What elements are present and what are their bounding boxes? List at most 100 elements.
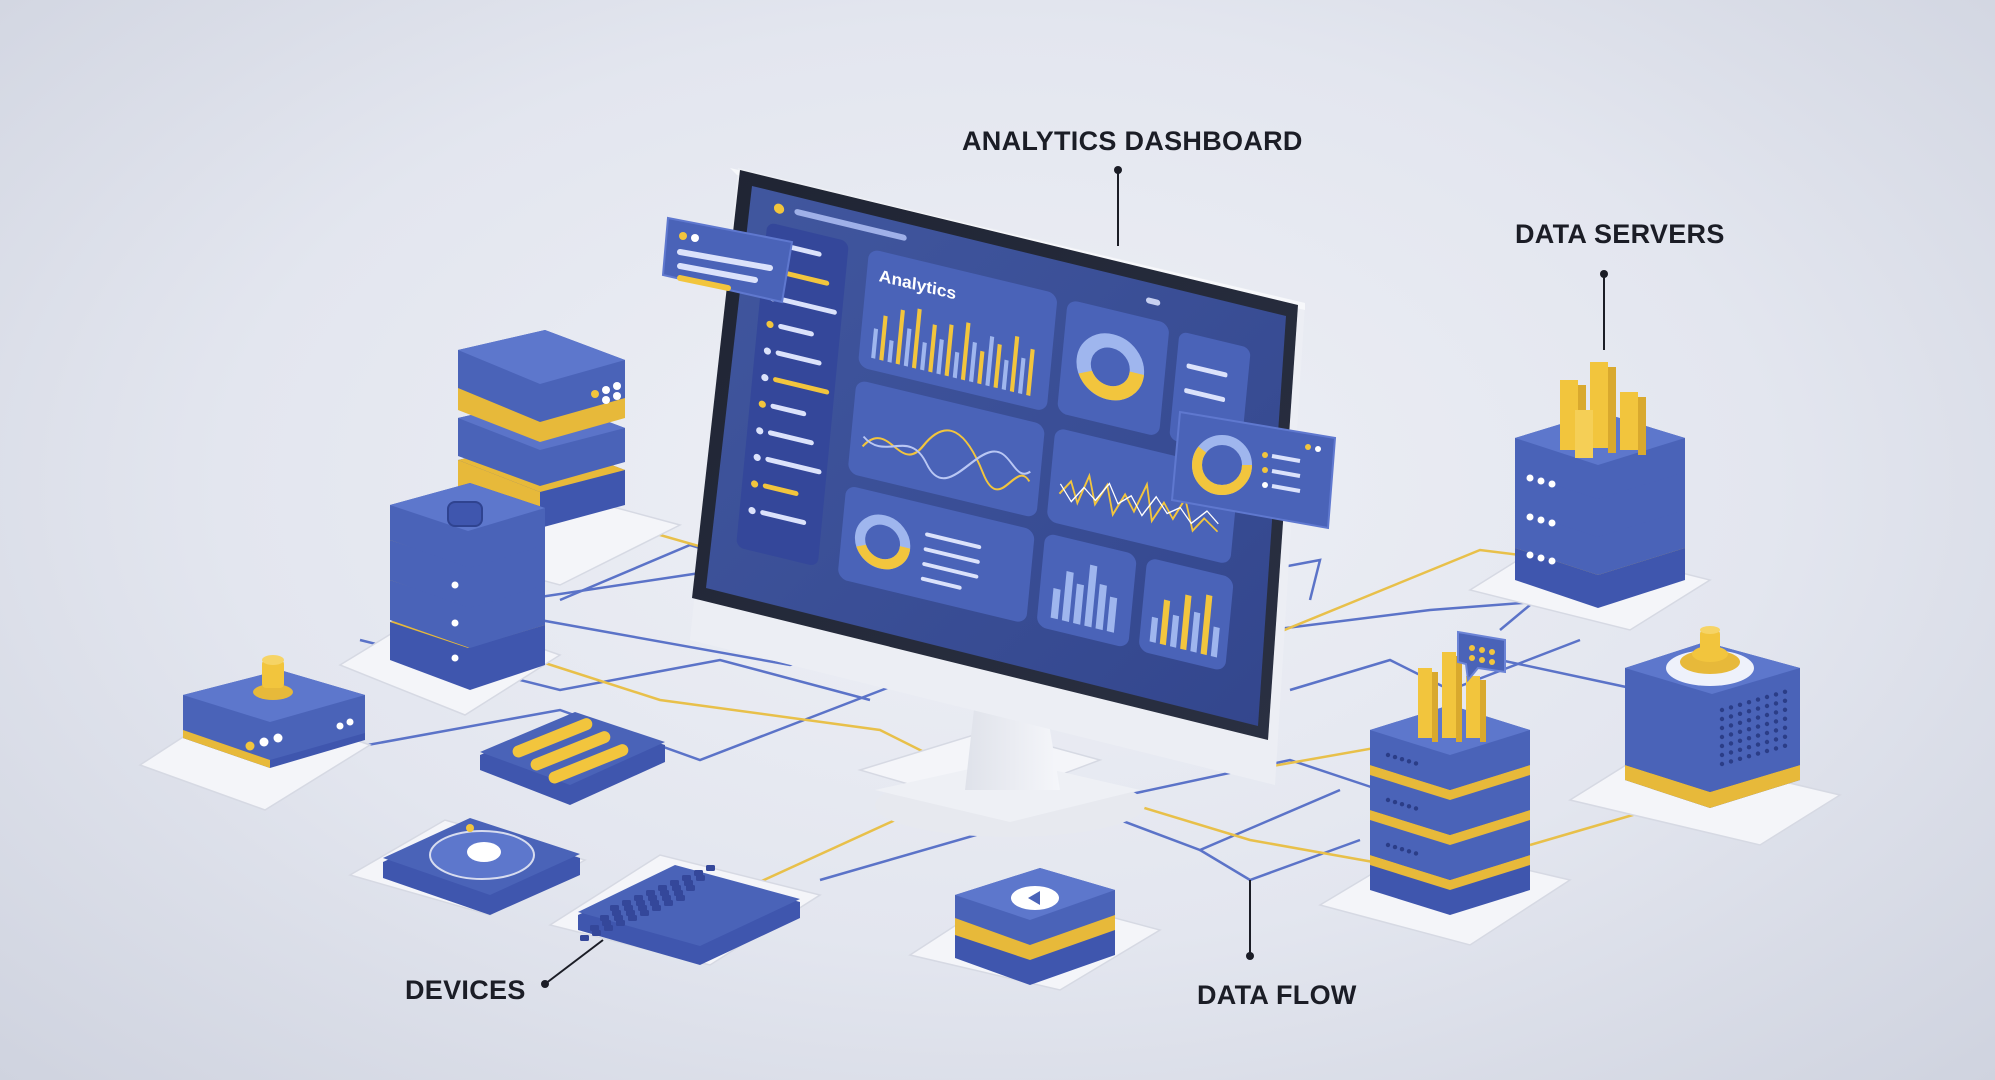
keyboard-key bbox=[686, 885, 695, 891]
speaker-hole bbox=[1728, 732, 1734, 737]
speaker-hole bbox=[1773, 692, 1779, 697]
speaker-hole bbox=[1728, 759, 1734, 764]
dashboard-bar bbox=[1149, 616, 1159, 643]
speaker-hole bbox=[1728, 750, 1734, 755]
chat-bubble-icon bbox=[1457, 630, 1506, 683]
speaker-hole bbox=[1728, 723, 1734, 728]
keyboard-key bbox=[638, 905, 647, 911]
speaker-hole bbox=[1737, 720, 1743, 725]
speaker-hole bbox=[1737, 747, 1743, 752]
dashboard-bar bbox=[1084, 564, 1098, 628]
speaker-hole bbox=[1755, 697, 1761, 702]
speaker-hole bbox=[1764, 694, 1770, 700]
speaker-hole bbox=[1782, 734, 1788, 739]
sidebar-row bbox=[780, 297, 837, 315]
label-analytics-dashboard: ANALYTICS DASHBOARD bbox=[962, 126, 1303, 156]
floating-card bbox=[1170, 410, 1337, 530]
keyboard-key bbox=[616, 920, 625, 926]
keyboard-key bbox=[648, 895, 657, 901]
vent-hole bbox=[1406, 804, 1412, 809]
dashboard-bar bbox=[993, 343, 1002, 389]
vent-hole bbox=[1385, 752, 1391, 758]
keyboard-key bbox=[682, 875, 691, 881]
speaker-hole bbox=[1773, 728, 1779, 733]
speaker-hole bbox=[1764, 703, 1770, 709]
sidebar-row bbox=[770, 403, 807, 417]
dashboard-bar bbox=[1018, 357, 1026, 395]
keyboard-key bbox=[626, 910, 635, 916]
sidebar-dot bbox=[758, 400, 766, 408]
speaker-hole bbox=[1764, 739, 1770, 745]
dashboard-bar bbox=[911, 308, 922, 369]
keyboard-key bbox=[652, 905, 661, 911]
speaker-hole bbox=[1719, 743, 1725, 749]
keyboard-key bbox=[646, 890, 655, 896]
sidebar-dot bbox=[748, 507, 756, 515]
vent-hole bbox=[1385, 842, 1391, 848]
sidebar-dot bbox=[756, 427, 764, 435]
server-stack-icon bbox=[458, 330, 625, 528]
speaker-hole bbox=[1737, 756, 1743, 761]
speaker-hole bbox=[1773, 746, 1779, 751]
keyboard-key bbox=[650, 900, 659, 906]
vent-hole bbox=[1413, 851, 1419, 856]
dashboard-bar bbox=[871, 328, 879, 359]
dashboard-bar bbox=[1169, 614, 1180, 648]
speaker-hole bbox=[1755, 733, 1761, 738]
speaker-hole bbox=[1755, 724, 1761, 729]
keyboard-key bbox=[672, 885, 681, 891]
dashboard-bar bbox=[952, 351, 960, 379]
speaker-hole bbox=[1782, 725, 1788, 730]
speaker-hole bbox=[1746, 736, 1752, 741]
mouse-pad-icon bbox=[383, 818, 580, 915]
keyboard-key bbox=[674, 890, 683, 896]
keyboard-key bbox=[622, 900, 631, 906]
dashboard-bar bbox=[936, 338, 944, 375]
dashboard-bar bbox=[1026, 348, 1035, 397]
label-data-servers: DATA SERVERS bbox=[1515, 219, 1725, 249]
keyboard-key bbox=[590, 925, 599, 931]
speaker-hole bbox=[1746, 745, 1752, 750]
speaker-hole bbox=[1746, 727, 1752, 732]
sidebar-dot bbox=[753, 453, 761, 461]
speaker-hole bbox=[1782, 698, 1788, 703]
flow-line bbox=[1079, 758, 1381, 807]
keyboard-key bbox=[600, 915, 609, 921]
sidebar-row bbox=[760, 510, 807, 526]
keyboard-key bbox=[670, 880, 679, 886]
dashboard-bar bbox=[1001, 359, 1009, 391]
flow-line bbox=[1269, 598, 1561, 632]
dashboard-bar bbox=[977, 350, 985, 385]
callout-dots bbox=[541, 166, 1608, 988]
keyboard-key bbox=[706, 865, 715, 871]
speaker-hole bbox=[1782, 716, 1788, 721]
flow-line bbox=[819, 788, 1341, 882]
speaker-hole bbox=[1728, 741, 1734, 746]
vent-hole bbox=[1385, 797, 1391, 803]
callout-leaders bbox=[544, 170, 1605, 985]
keyboard-key bbox=[664, 900, 673, 906]
speaker-hole bbox=[1746, 709, 1752, 714]
dashboard-bar bbox=[1061, 571, 1074, 622]
dashboard-bar bbox=[887, 340, 894, 363]
server-stack-icon bbox=[1515, 362, 1685, 608]
disk-device-icon bbox=[480, 712, 665, 805]
keyboard-key bbox=[634, 895, 643, 901]
speaker-hole bbox=[1746, 754, 1752, 759]
dashboard-bar bbox=[1159, 599, 1171, 646]
speaker-hole bbox=[1737, 738, 1743, 743]
sidebar-row bbox=[762, 483, 799, 496]
vent-hole bbox=[1392, 799, 1398, 805]
dashboard-bar bbox=[1073, 583, 1085, 625]
speaker-hole bbox=[1755, 742, 1761, 747]
dashboard-bar bbox=[1200, 594, 1213, 656]
speaker-hole bbox=[1782, 707, 1788, 712]
vent-hole bbox=[1413, 806, 1419, 811]
speaker-hole bbox=[1764, 712, 1770, 718]
keyboard-key bbox=[628, 915, 637, 921]
speaker-hole bbox=[1764, 748, 1770, 754]
sidebar-dot bbox=[761, 374, 769, 382]
donut-panel bbox=[1057, 301, 1169, 435]
speaker-hole bbox=[1719, 716, 1725, 722]
